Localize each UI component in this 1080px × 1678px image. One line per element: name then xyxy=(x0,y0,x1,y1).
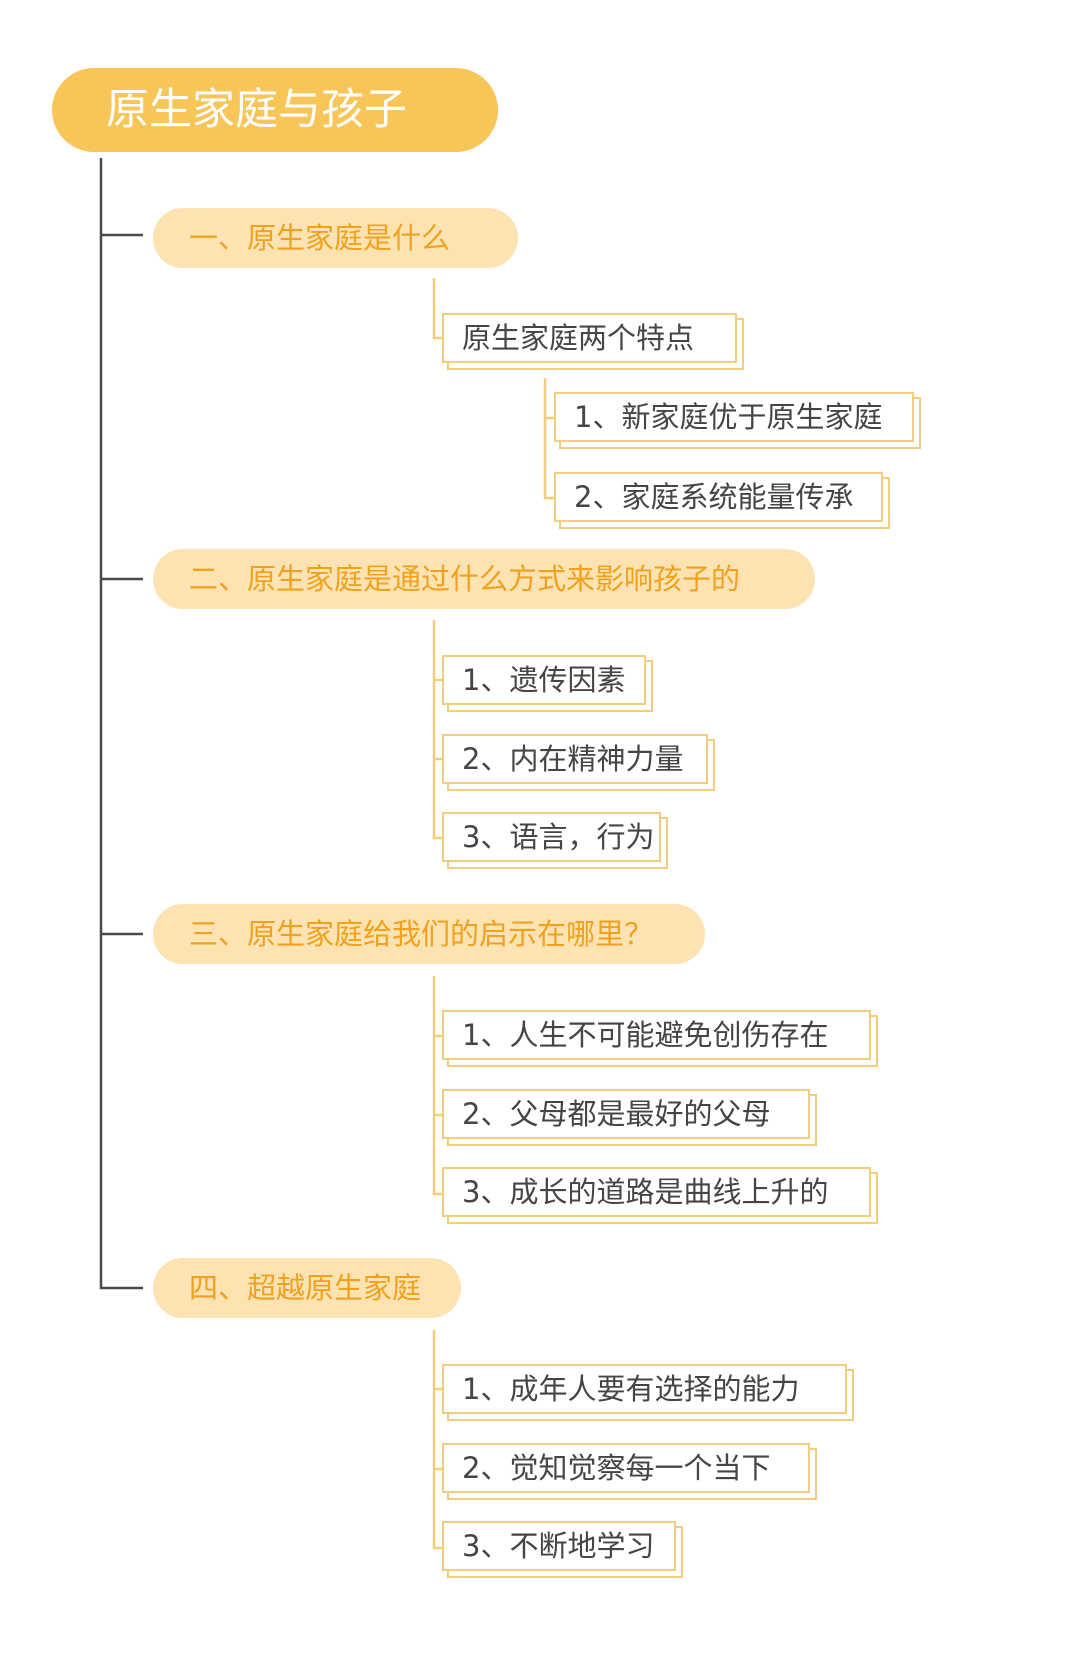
leaf-node-1-1: 1、新家庭优于原生家庭 xyxy=(554,392,914,442)
section-node-4: 四、超越原生家庭 xyxy=(153,1258,461,1318)
section-4-connector xyxy=(432,1330,442,1550)
leaf-node-3-3: 3、成长的道路是曲线上升的 xyxy=(442,1167,871,1217)
leaf-node-3-2: 2、父母都是最好的父母 xyxy=(442,1089,810,1139)
leaf-node-4-2: 2、觉知觉察每一个当下 xyxy=(442,1443,810,1493)
section-3-connector xyxy=(432,976,442,1196)
section-node-1: 一、原生家庭是什么 xyxy=(153,208,518,268)
leaf-node-4-3: 3、不断地学习 xyxy=(442,1521,676,1571)
trunk-lines xyxy=(99,158,143,1290)
leaf-node-4-1: 1、成年人要有选择的能力 xyxy=(442,1364,847,1414)
section-4-lines xyxy=(432,1330,442,1550)
section-2-connector xyxy=(432,620,442,840)
section-3-lines xyxy=(432,976,442,1196)
section-node-2: 二、原生家庭是通过什么方式来影响孩子的 xyxy=(153,549,815,609)
leaf-node-3-1: 1、人生不可能避免创伤存在 xyxy=(442,1010,871,1060)
subtopic-node: 原生家庭两个特点 xyxy=(442,313,737,363)
leaf-node-2-2: 2、内在精神力量 xyxy=(442,734,708,784)
leaf-node-1-2: 2、家庭系统能量传承 xyxy=(554,472,883,522)
trunk-vertical-line xyxy=(99,158,143,1290)
leaf-node-2-3: 3、语言，行为 xyxy=(442,812,661,862)
section-2-lines xyxy=(432,620,442,840)
section-1-lines xyxy=(432,278,554,500)
section-1-connector xyxy=(432,278,442,340)
leaf-node-2-1: 1、遗传因素 xyxy=(442,655,646,705)
section-1-sub-connector xyxy=(543,378,554,500)
section-node-3: 三、原生家庭给我们的启示在哪里？ xyxy=(153,904,705,964)
root-node: 原生家庭与孩子 xyxy=(52,68,498,152)
